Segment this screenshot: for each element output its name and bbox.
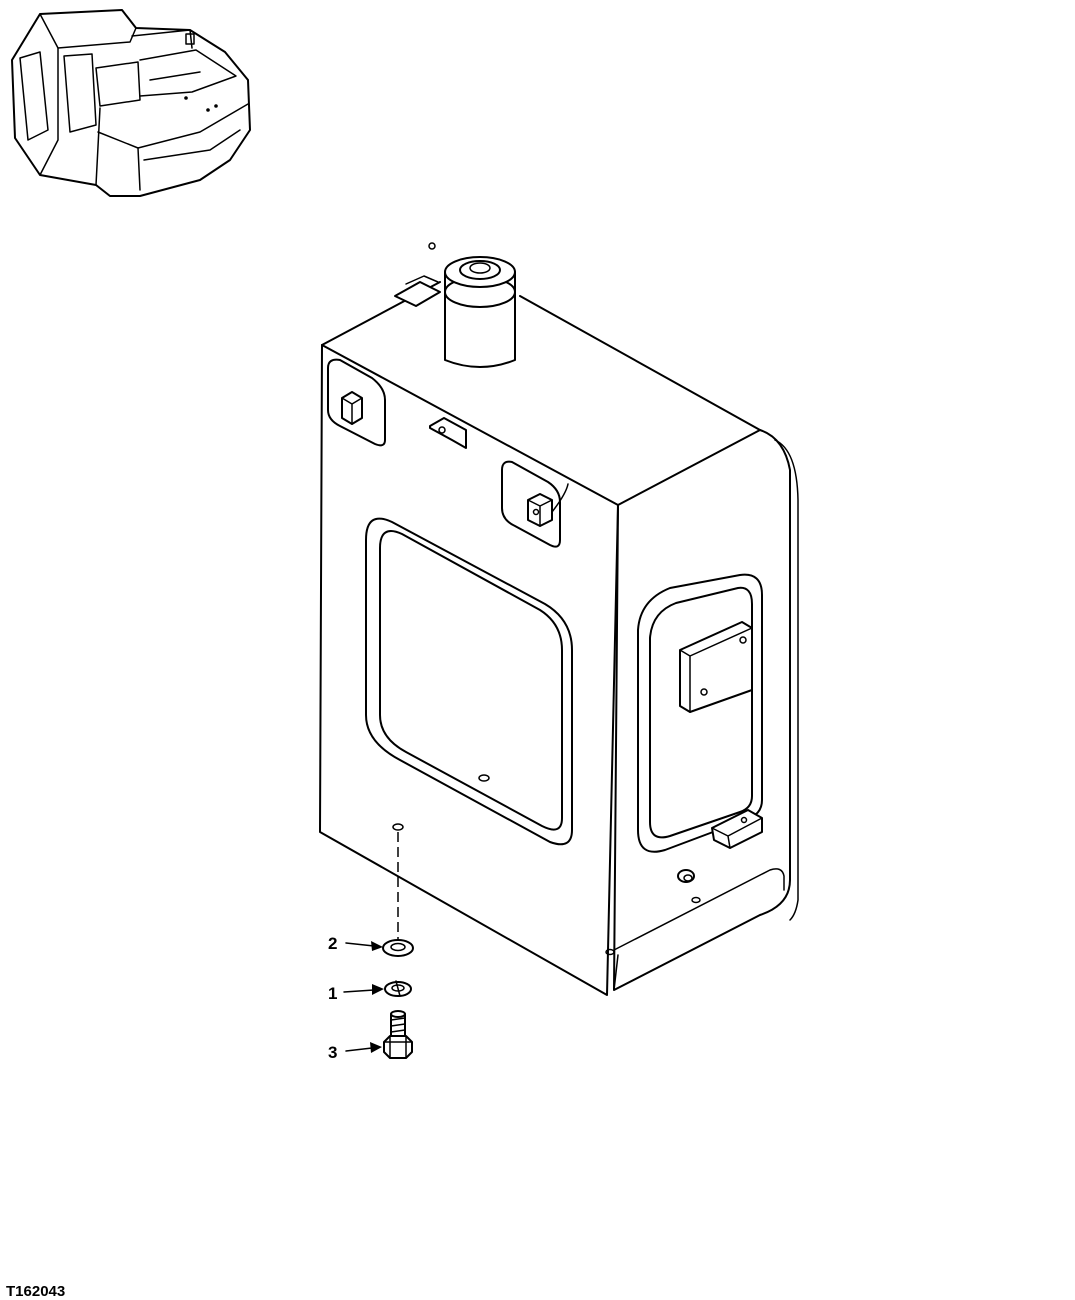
callout-1: 1 <box>328 984 384 1003</box>
callout-number: 1 <box>328 984 337 1003</box>
hydraulic-tank <box>319 242 799 996</box>
figure-id: T162043 <box>6 1283 65 1300</box>
callout-number: 3 <box>328 1043 337 1062</box>
callout-3: 3 <box>328 1042 382 1062</box>
callout-2: 2 <box>328 934 383 953</box>
locator-machine-thumbnail <box>11 9 251 197</box>
washer-part <box>382 939 414 957</box>
lock-washer-part <box>384 980 412 997</box>
callout-number: 2 <box>328 934 337 953</box>
bolt-part <box>383 1010 413 1059</box>
